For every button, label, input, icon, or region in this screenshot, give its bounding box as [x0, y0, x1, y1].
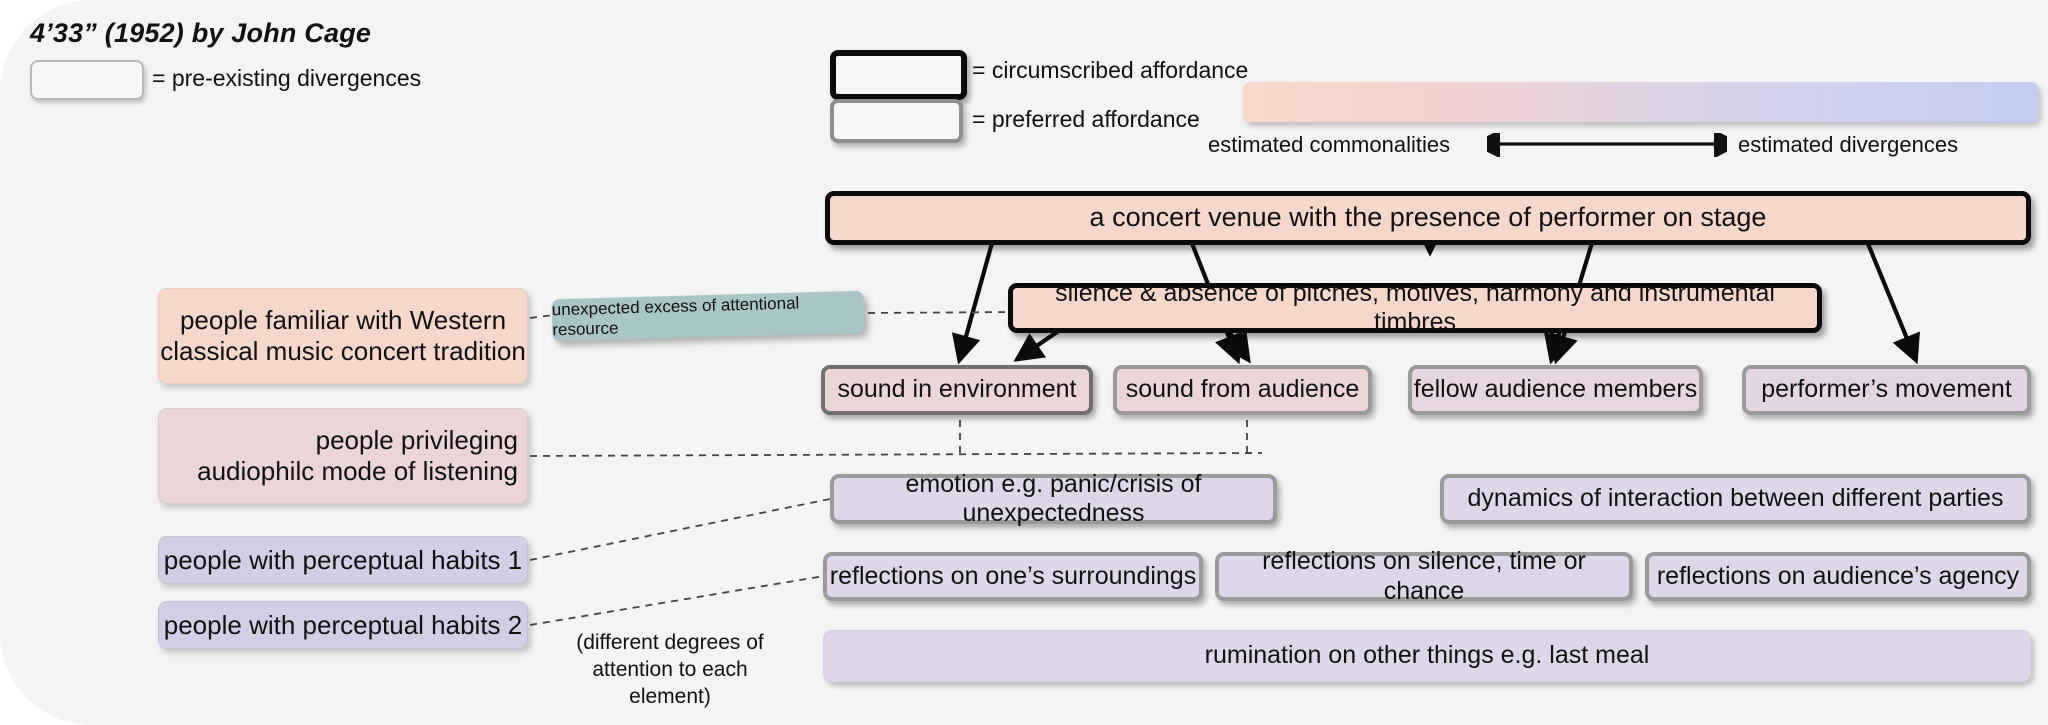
legend-swatch-preferred — [830, 99, 963, 143]
node-silence-absence-label: silence & absence of pitches, motives, h… — [1055, 278, 1775, 337]
node-reflections-surroundings[interactable]: reflections on one’s surroundings — [823, 552, 1203, 601]
node-performers-movement[interactable]: performer’s movement — [1742, 365, 2031, 415]
node-dynamics-label: dynamics of interaction between differen… — [1467, 484, 2004, 513]
scale-double-arrow-icon — [1487, 133, 1727, 157]
legend-label-circumscribed: = circumscribed affordance — [972, 57, 1249, 83]
legend-swatch-circumscribed — [830, 50, 967, 100]
scale-label-commonalities: estimated commonalities — [1208, 132, 1451, 157]
group-box-perceptual-habits-2[interactable]: people with perceptual habits 2 — [158, 601, 528, 649]
group-box-label-habits-1: people with perceptual habits 1 — [163, 544, 523, 575]
annotation-tag-label: unexpected excess of attentional resourc… — [551, 293, 800, 340]
node-reflections-silence-time-chance[interactable]: reflections on silence, time or chance — [1215, 547, 1633, 605]
legend-label-pre-existing: = pre-existing divergences — [152, 65, 422, 91]
scale-label-divergences: estimated divergences — [1738, 132, 1959, 157]
node-emotion-panic-crisis[interactable]: emotion e.g. panic/crisis of unexpectedn… — [830, 470, 1277, 527]
node-rumination-other-things[interactable]: rumination on other things e.g. last mea… — [823, 630, 2031, 682]
node-fellow-audience-members-label: fellow audience members — [1413, 375, 1698, 404]
node-concert-venue-label: a concert venue with the presence of per… — [1089, 202, 1767, 233]
node-rumination-label: rumination on other things e.g. last mea… — [1204, 641, 1650, 670]
page-title: 4’33” (1952) by John Cage — [30, 18, 372, 48]
group-box-western-classical[interactable]: people familiar with Western classical m… — [158, 288, 528, 384]
group-box-line-1: people familiar with Western classical m… — [160, 305, 526, 366]
node-reflections-audience-agency[interactable]: reflections on audience’s agency — [1645, 552, 2031, 601]
node-sound-in-environment[interactable]: sound in environment — [821, 365, 1093, 415]
node-emotion-label: emotion e.g. panic/crisis of unexpectedn… — [905, 469, 1202, 528]
legend-label-preferred: = preferred affordance — [972, 106, 1200, 132]
group-box-label-habits-2: people with perceptual habits 2 — [163, 609, 523, 640]
node-sound-in-environment-label: sound in environment — [837, 375, 1077, 404]
commonality-divergence-gradient-bar — [1243, 82, 2038, 122]
group-box-perceptual-habits-1[interactable]: people with perceptual habits 1 — [158, 536, 528, 584]
legend-swatch-pre-existing — [30, 60, 144, 100]
group-box-audiophile[interactable]: people privileging audiophilc mode of li… — [158, 408, 528, 504]
node-reflections-agency-label: reflections on audience’s agency — [1656, 561, 2020, 590]
node-reflections-surroundings-label: reflections on one’s surroundings — [829, 561, 1197, 590]
node-sound-from-audience-label: sound from audience — [1125, 375, 1360, 404]
node-reflections-silence-label: reflections on silence, time or chance — [1262, 547, 1586, 605]
node-sound-from-audience[interactable]: sound from audience — [1113, 365, 1372, 415]
side-note-attention-degrees: (different degrees of attention to each … — [576, 631, 764, 708]
node-concert-venue[interactable]: a concert venue with the presence of per… — [825, 191, 2031, 245]
node-dynamics-of-interaction[interactable]: dynamics of interaction between differen… — [1440, 474, 2031, 524]
node-performers-movement-label: performer’s movement — [1761, 375, 2012, 404]
node-silence-absence[interactable]: silence & absence of pitches, motives, h… — [1008, 279, 1822, 336]
group-box-line-2: people privileging audiophilc mode of li… — [197, 425, 518, 486]
annotation-tag-attentional-resource[interactable]: unexpected excess of attentional resourc… — [551, 290, 865, 342]
node-fellow-audience-members[interactable]: fellow audience members — [1408, 365, 1703, 415]
